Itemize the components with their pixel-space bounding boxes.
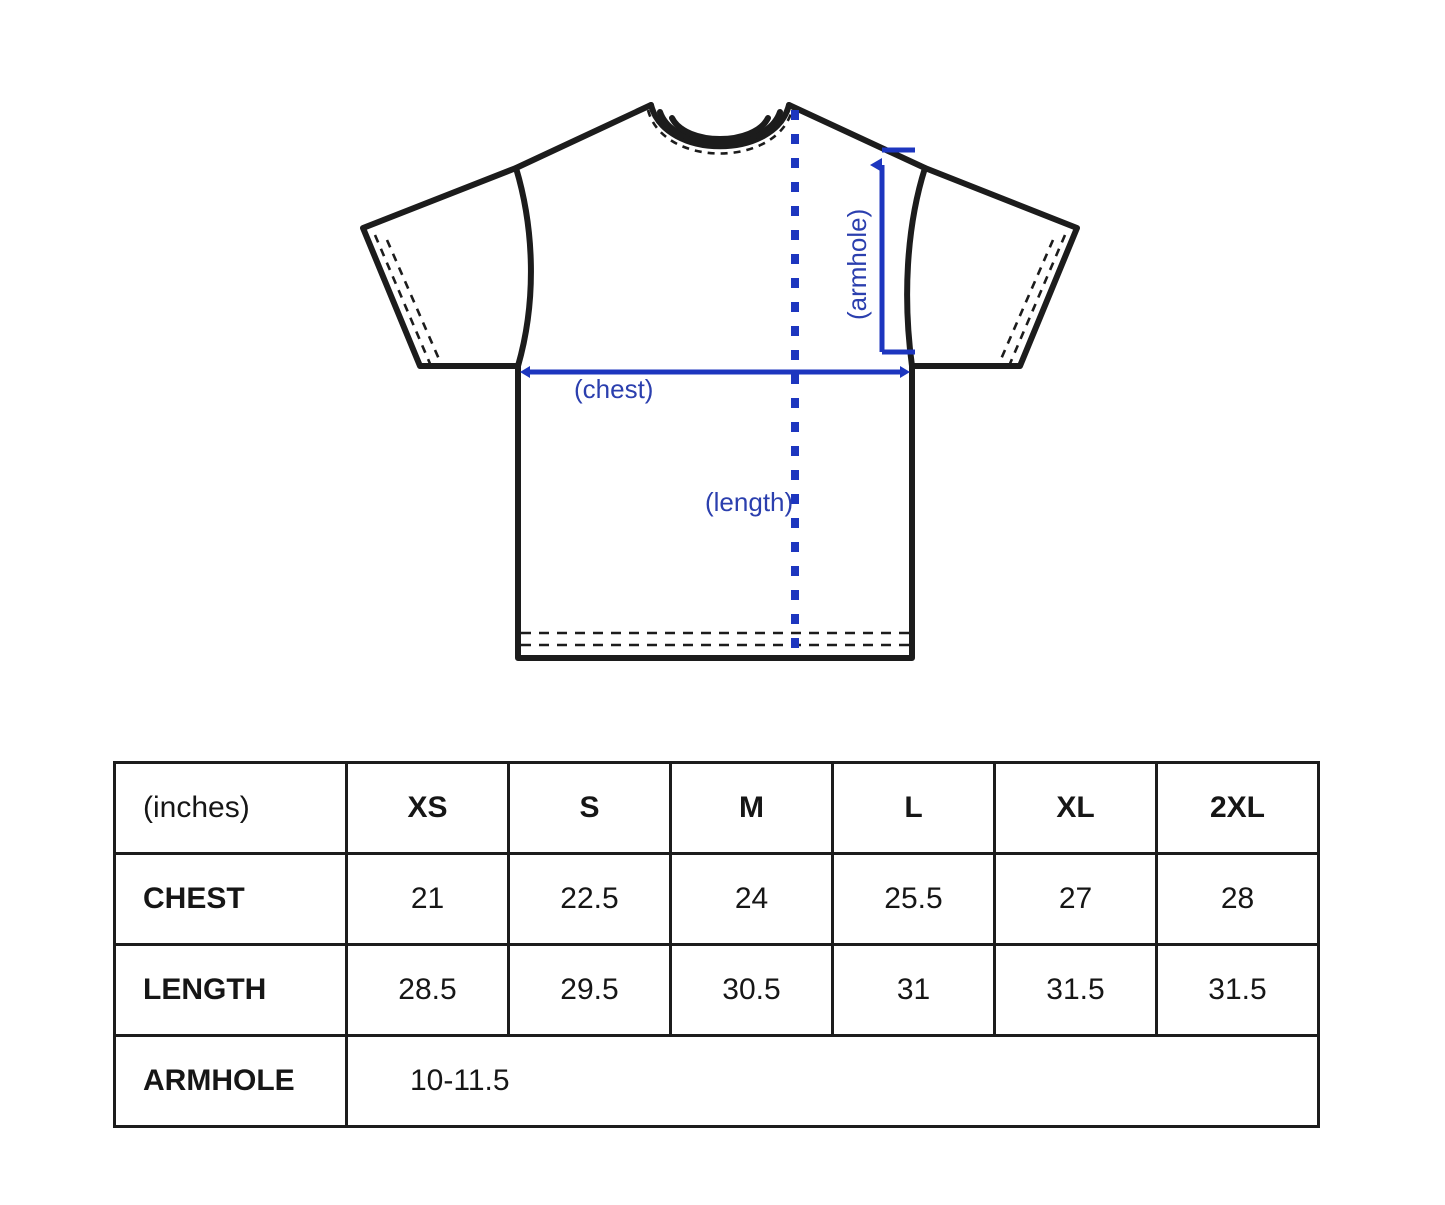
shirt-outline: [360, 102, 1080, 661]
table-header-row: (inches) XS S M L XL 2XL: [113, 761, 1320, 855]
size-header-2xl: 2XL: [1155, 761, 1320, 855]
row-label-chest: CHEST: [113, 852, 348, 946]
length-2xl: 31.5: [1155, 943, 1320, 1037]
armhole-label: (armhole): [842, 209, 872, 320]
left-cuff-stitching: [373, 234, 444, 367]
size-header-xl: XL: [993, 761, 1158, 855]
row-label-armhole: ARMHOLE: [113, 1034, 348, 1128]
left-armhole-seam: [513, 165, 534, 369]
length-xs: 28.5: [345, 943, 510, 1037]
size-header-s: S: [507, 761, 672, 855]
right-cuff-stitching: [996, 234, 1067, 367]
size-header-l: L: [831, 761, 996, 855]
chest-s: 22.5: [507, 852, 672, 946]
armhole-measure-line: [870, 147, 915, 355]
collar-inner: [669, 115, 771, 142]
left-sleeve-outline: [360, 102, 654, 369]
hem-stitching: [521, 631, 909, 647]
length-label: (length): [705, 487, 793, 517]
size-header-m: M: [669, 761, 834, 855]
chest-xs: 21: [345, 852, 510, 946]
chest-label: (chest): [574, 374, 653, 404]
unit-label: (inches): [113, 761, 348, 855]
table-row-armhole: ARMHOLE 10-11.5: [113, 1034, 1320, 1128]
armhole-value: 10-11.5: [345, 1034, 1320, 1128]
right-sleeve-outline: [786, 102, 1080, 369]
tshirt-diagram: (chest) (length) (armhole): [360, 102, 1080, 661]
chest-2xl: 28: [1155, 852, 1320, 946]
chest-m: 24: [669, 852, 834, 946]
tshirt-illustration: (chest) (length) (armhole): [360, 102, 1080, 661]
length-s: 29.5: [507, 943, 672, 1037]
table-row-chest: CHEST 21 22.5 24 25.5 27 28: [113, 852, 1320, 946]
length-xl: 31.5: [993, 943, 1158, 1037]
right-armhole-seam: [904, 165, 928, 369]
collar-outer: [648, 102, 792, 150]
body-outline: [515, 363, 915, 661]
length-m: 30.5: [669, 943, 834, 1037]
collar-stitch-dashed: [646, 109, 794, 155]
chest-xl: 27: [993, 852, 1158, 946]
table-row-length: LENGTH 28.5 29.5 30.5 31 31.5 31.5: [113, 943, 1320, 1037]
chest-l: 25.5: [831, 852, 996, 946]
length-l: 31: [831, 943, 996, 1037]
size-header-xs: XS: [345, 761, 510, 855]
row-label-length: LENGTH: [113, 943, 348, 1037]
size-chart-table: (inches) XS S M L XL 2XL CHEST 21 22.5 2…: [113, 761, 1320, 1128]
collar-band: [657, 109, 783, 146]
